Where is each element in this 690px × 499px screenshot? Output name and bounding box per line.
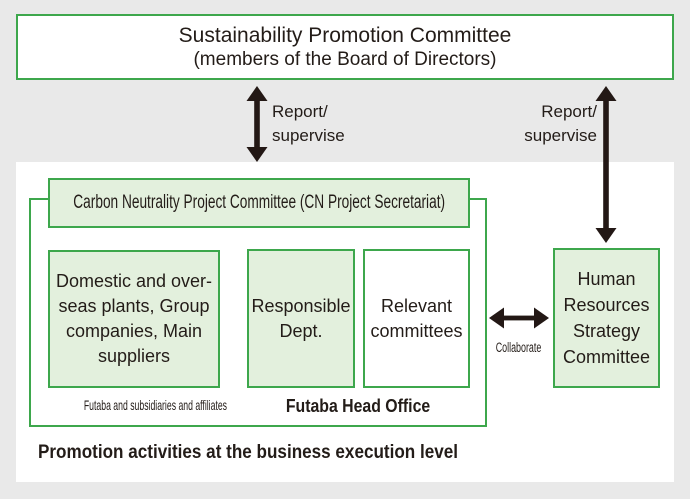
report-supervise-label-right: Report/ supervise xyxy=(524,102,597,145)
collaborate-label-text: Collaborate xyxy=(496,340,542,355)
execution-level-footer: Promotion activities at the business exe… xyxy=(38,442,505,464)
hr-strategy-committee-box: Human Resources Strategy Committee xyxy=(553,248,660,388)
committee-subtitle: (members of the Board of Directors) xyxy=(193,49,497,70)
committee-title: Sustainability Promotion Committee xyxy=(178,24,512,47)
collaborate-label: Collaborate xyxy=(468,340,570,355)
head-office-caption: Futaba Head Office xyxy=(247,396,470,417)
plants-group-suppliers-box: Domestic and over- seas plants, Group co… xyxy=(48,250,220,388)
collaborate-double-arrow-icon xyxy=(489,307,549,329)
plants-caption-label: Futaba and subsidiaries and affiliates xyxy=(83,397,228,413)
relevant-committees-box: Relevant committees xyxy=(363,249,470,388)
report-supervise-double-arrow-right-icon xyxy=(595,86,617,243)
cn-committee-banner-label: Carbon Neutrality Project Committee (CN … xyxy=(73,192,445,213)
plants-caption: Futaba and subsidiaries and affiliates xyxy=(40,397,228,413)
head-office-caption-label: Futaba Head Office xyxy=(286,396,431,416)
report-supervise-double-arrow-left-icon xyxy=(246,86,268,162)
sustainability-committee-box: Sustainability Promotion Committee (memb… xyxy=(16,14,674,80)
report-supervise-label-left: Report/ supervise xyxy=(272,102,345,145)
execution-level-footer-text: Promotion activities at the business exe… xyxy=(38,442,459,463)
cn-committee-banner: Carbon Neutrality Project Committee (CN … xyxy=(48,178,470,228)
responsible-dept-box: Responsible Dept. xyxy=(247,249,355,388)
